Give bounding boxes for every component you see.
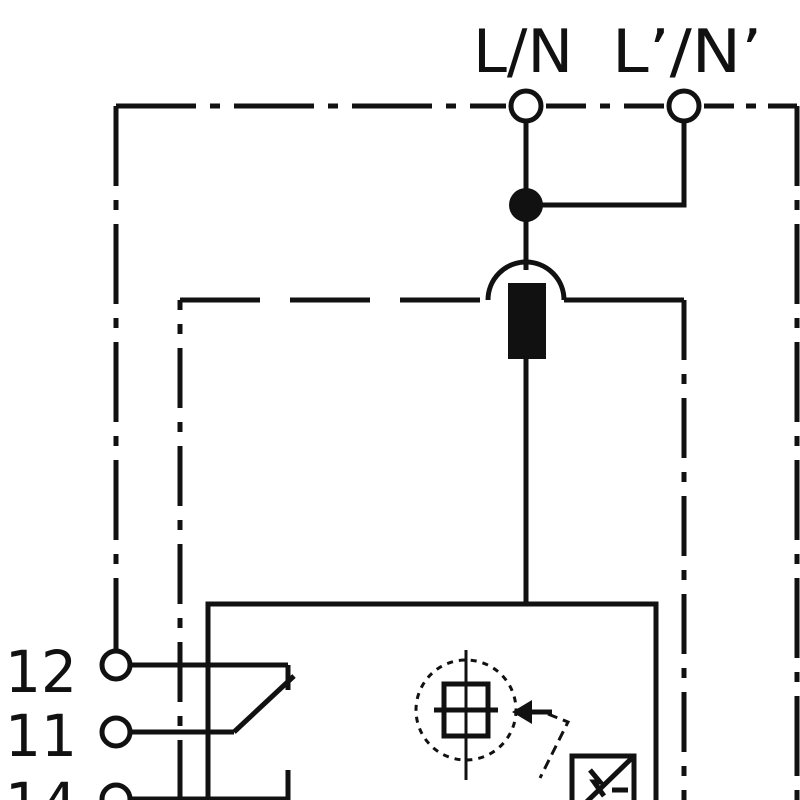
changeover-contact — [130, 662, 296, 800]
label-l-n: L/N — [473, 17, 573, 87]
terminal-l-n — [508, 88, 544, 124]
terminal-12 — [99, 648, 133, 682]
label-terminal-11: 11 — [5, 702, 77, 770]
terminal-14 — [99, 782, 133, 800]
junction-node — [509, 188, 543, 222]
converter-symbol — [569, 753, 637, 800]
terminal-11 — [99, 715, 133, 749]
supply-wiring — [523, 121, 687, 270]
electronic-element-symbol — [414, 650, 571, 780]
label-l-n-prime: L’/N’ — [612, 17, 762, 87]
relay-coil — [508, 283, 546, 359]
outer-enclosure-border — [113, 103, 800, 800]
label-terminal-14: 14 — [5, 770, 77, 800]
label-terminal-12: 12 — [5, 638, 77, 706]
module-box — [205, 601, 659, 800]
inner-enclosure-border — [177, 259, 687, 800]
terminal-l-n-prime — [666, 88, 702, 124]
